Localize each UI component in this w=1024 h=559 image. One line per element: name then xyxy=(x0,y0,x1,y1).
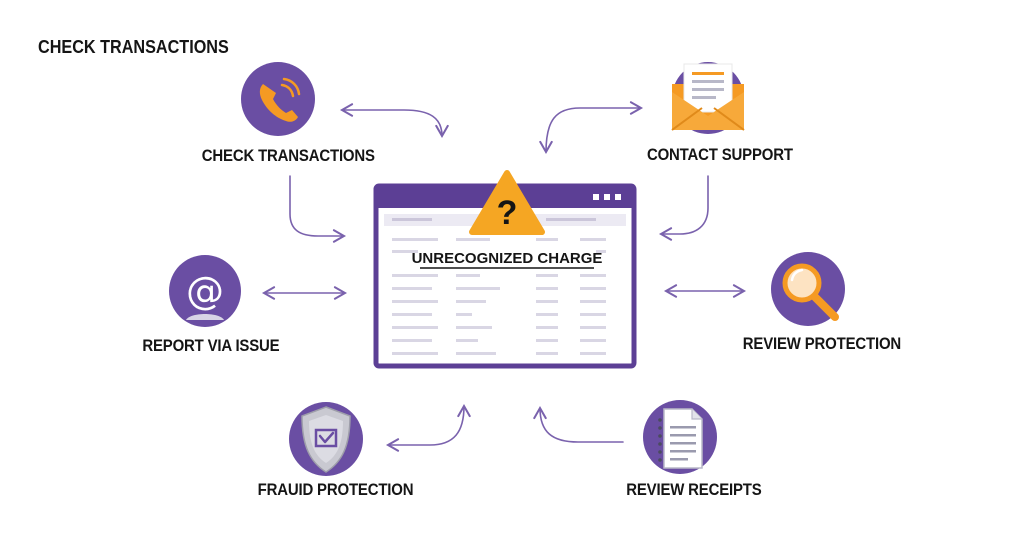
document-icon xyxy=(643,400,717,474)
arrow-support-to-window xyxy=(658,175,709,241)
node-label-fraud-protection: FRAUID PROTECTION xyxy=(257,480,414,499)
arrow-fraud-protection xyxy=(385,403,471,452)
envelope-icon xyxy=(671,62,745,134)
node-label-check-transactions: CHECK TRANSACTIONS xyxy=(201,146,375,165)
page-title: CHECK TRANSACTIONS xyxy=(38,37,229,57)
phone-icon xyxy=(241,62,315,136)
node-label-report-via-issue: REPORT VIA ISSUE xyxy=(142,336,280,355)
at-sign-icon: @ xyxy=(169,255,241,327)
arrow-review-receipts xyxy=(533,405,624,443)
shield-icon xyxy=(289,402,363,476)
node-label-review-receipts: REVIEW RECEIPTS xyxy=(626,480,762,499)
warning-question-mark: ? xyxy=(497,194,518,232)
node-label-contact-support: CONTACT SUPPORT xyxy=(646,145,793,164)
arrow-transactions-to-window xyxy=(289,175,347,243)
node-label-review-protection: REVIEW PROTECTION xyxy=(742,334,902,353)
warning-icon: ? xyxy=(469,170,545,235)
arrow-check-transactions xyxy=(339,103,449,139)
svg-text:@: @ xyxy=(186,269,224,313)
unrecognized-charge-label: UNRECOGNIZED CHARGE xyxy=(412,250,603,267)
window-controls xyxy=(593,194,621,200)
arrow-contact-support xyxy=(539,101,644,155)
magnifier-icon xyxy=(771,252,845,326)
transaction-window: UNRECOGNIZED CHARGE xyxy=(373,183,637,369)
